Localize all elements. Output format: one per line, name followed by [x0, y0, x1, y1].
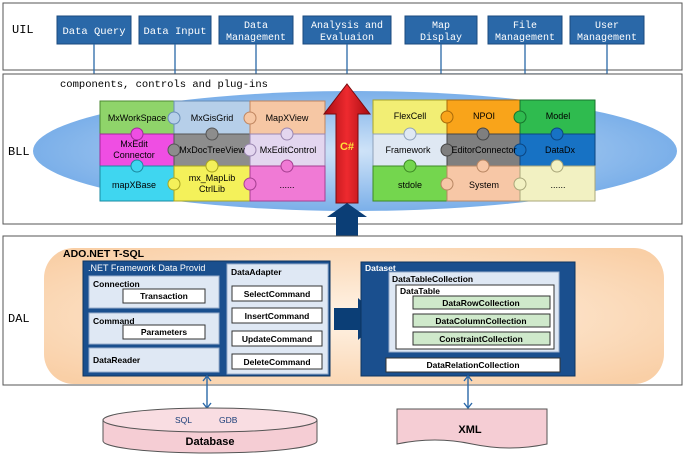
component-label: MxEditControl — [260, 145, 317, 155]
module-user-management[interactable]: User Management — [569, 15, 645, 45]
dotnet-provider-panel: .NET Framework Data Provid Connection Tr… — [82, 260, 331, 377]
module-label-line2: Management — [577, 33, 637, 44]
component-label: FlexCell — [394, 111, 427, 121]
component-label: ...... — [279, 180, 294, 190]
component-label: MxGisGrid — [191, 113, 234, 123]
module-label-line1: User — [595, 21, 619, 32]
gdb-label: GDB — [219, 415, 238, 425]
module-data-input[interactable]: Data Input — [138, 15, 212, 45]
parameters-box — [122, 324, 206, 340]
insert-command-box — [231, 307, 323, 324]
datatable-label: DataTable — [400, 286, 440, 296]
update-command-label: UpdateCommand — [242, 334, 312, 344]
datarelation-collection-label: DataRelationCollection — [426, 360, 519, 370]
dataset-xml-connector — [463, 374, 473, 410]
module-label-line1: Data — [244, 21, 268, 32]
component-label: CtrlLib — [199, 184, 225, 194]
component-label: MapXView — [266, 113, 309, 123]
csharp-label: C# — [340, 141, 354, 153]
uil-modules: Data Query Data Input Data Management An… — [56, 15, 645, 45]
datarow-collection-label: DataRowCollection — [442, 298, 519, 308]
module-label-line1: File — [513, 20, 537, 32]
module-analysis-evaluation[interactable]: Analysis and Evaluaion — [302, 15, 392, 45]
transaction-label: Transaction — [140, 291, 188, 301]
transaction-box — [122, 288, 206, 304]
component-label: Framework — [385, 145, 431, 155]
component-label: Connector — [113, 150, 155, 160]
dal-to-bll-arrow — [327, 203, 367, 236]
insert-command-label: InsertCommand — [245, 311, 310, 321]
datareader-label: DataReader — [93, 355, 141, 365]
dataset-label: Dataset — [365, 263, 396, 273]
parameters-label: Parameters — [141, 327, 188, 337]
provider-title: .NET Framework Data Provid — [88, 263, 205, 273]
select-command-box — [231, 285, 323, 302]
datacolumn-collection-box — [412, 313, 551, 328]
module-data-management[interactable]: Data Management — [218, 15, 294, 45]
module-file-management[interactable]: File Management — [487, 15, 563, 45]
datarelation-collection-box — [385, 357, 561, 373]
module-label-line1: Map — [432, 21, 450, 32]
module-data-query[interactable]: Data Query — [56, 15, 132, 45]
dataset-panel: Dataset DataTableCollection DataTable Da… — [360, 261, 576, 377]
component-label: MxWorkSpace — [108, 113, 166, 123]
component-label: NPOI — [473, 111, 495, 121]
component-label: mx_MapLib — [189, 173, 236, 183]
delete-command-box — [231, 353, 323, 370]
datarow-collection-box — [412, 295, 551, 310]
component-label: Model — [546, 111, 571, 121]
xml-label: XML — [458, 424, 482, 436]
component-label: MxDocTreeView — [179, 145, 245, 155]
datatable-collection-label: DataTableCollection — [392, 274, 473, 284]
module-label-line2: Display — [420, 32, 462, 44]
bll-layer-label: BLL — [8, 145, 30, 159]
component-label: EditorConnector — [451, 145, 516, 155]
select-command-label: SelectCommand — [244, 289, 311, 299]
module-label-line2: Evaluaion — [320, 32, 374, 44]
module-map-display[interactable]: Map Display — [404, 15, 478, 45]
component-label: stdole — [398, 180, 422, 190]
xml-document: XML — [396, 408, 548, 449]
update-command-box — [231, 330, 323, 347]
command-label: Command — [93, 316, 135, 326]
module-label-line2: Management — [226, 33, 286, 44]
right-component-puzzle: FlexCell NPOI Model Framework EditorConn… — [372, 99, 596, 202]
dataadapter-label: DataAdapter — [231, 267, 282, 277]
sql-label: SQL — [175, 415, 192, 425]
component-label: MxEdit — [120, 139, 148, 149]
module-label: Data Query — [62, 26, 125, 38]
component-label: System — [469, 180, 499, 190]
datareader-box — [88, 347, 220, 373]
module-label-line2: Management — [495, 33, 555, 44]
uil-layer-label: UIL — [12, 23, 34, 37]
connection-label: Connection — [93, 279, 140, 289]
component-label: DataDx — [545, 145, 576, 155]
constraint-collection-label: ConstraintCollection — [439, 334, 523, 344]
dal-layer-label: DAL — [8, 312, 30, 326]
constraint-collection-box — [412, 331, 551, 346]
dal-title: ADO.NET T-SQL — [63, 248, 145, 260]
component-label: ...... — [550, 180, 565, 190]
left-component-puzzle: MxWorkSpace MxGisGrid MapXView MxEdit Co… — [99, 100, 326, 202]
database-label: Database — [186, 436, 235, 448]
component-label: mapXBase — [112, 180, 156, 190]
delete-command-label: DeleteCommand — [243, 357, 310, 367]
module-label: Data Input — [143, 26, 206, 38]
module-label-line1: Analysis and — [311, 20, 383, 32]
database-cylinder: SQL GDB Database — [102, 407, 318, 454]
bll-caption: components, controls and plug-ins — [60, 79, 268, 91]
datacolumn-collection-label: DataColumnCollection — [435, 316, 526, 326]
